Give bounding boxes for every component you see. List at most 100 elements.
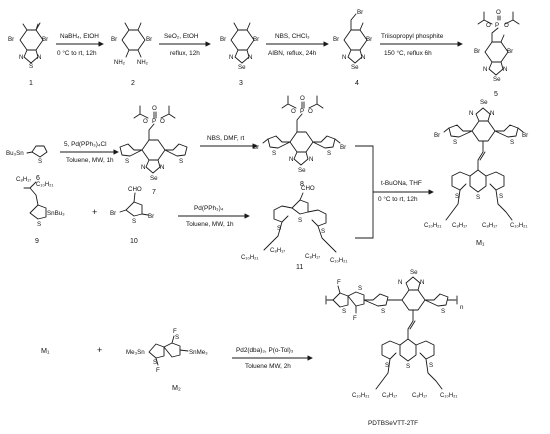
atom-br: Br: [522, 132, 528, 139]
step5-condition: Toluene, MW, 1h: [66, 157, 114, 164]
plus-sign: +: [97, 345, 102, 355]
atom-p: P: [300, 108, 304, 115]
atom-br: Br: [507, 48, 513, 55]
atom-s: S: [125, 158, 129, 165]
atom-se: Se: [298, 167, 306, 174]
compound-4-label: 4: [355, 80, 359, 87]
atom-br: Br: [42, 36, 48, 43]
compound-10-structure: CHO Br Br S: [110, 186, 154, 225]
compound-7-label: 7: [152, 189, 156, 196]
atom-p: P: [152, 118, 156, 125]
atom-n: N: [141, 164, 145, 171]
aldehyde-group: CHO: [128, 186, 142, 193]
polymer-structure: F F S S S S N N Se n S S S C₁₀H₂₁ C₈H₁₇ …: [325, 269, 464, 399]
atom-s: S: [298, 217, 302, 224]
atom-s: S: [277, 225, 281, 232]
atom-n: N: [469, 110, 473, 117]
step7-reagent: Pd(PPh₃)₄: [194, 205, 224, 212]
atom-s: S: [29, 63, 33, 70]
atom-se: Se: [351, 64, 359, 71]
alkyl-chain: C₁₀H₂₁: [440, 393, 458, 399]
atom-s: S: [175, 334, 179, 341]
alkyl-chain: C₈H₁₇: [412, 393, 427, 399]
step9-condition: Toluene MW, 2h: [245, 363, 291, 370]
atom-s: S: [441, 308, 445, 315]
atom-se: Se: [493, 76, 501, 83]
step9-reagent: Pd2(dba)₃, P(o-Tol)₃: [236, 347, 294, 354]
atom-o: O: [308, 108, 313, 115]
alkyl-chain: C₈H₁₇: [482, 223, 497, 229]
atom-s: S: [358, 285, 362, 292]
atom-f: F: [173, 328, 177, 335]
atom-se: Se: [410, 269, 418, 276]
alkyl-chain: C₁₀H₂₁: [330, 258, 348, 264]
atom-s: S: [453, 139, 457, 146]
alkyl-chain: C₈H₁₇: [305, 254, 320, 260]
atom-o: O: [496, 9, 501, 16]
step8-reagent: t-BuONa, THF: [381, 180, 422, 187]
stannyl-group: Me₃Sn: [126, 349, 145, 356]
atom-br: Br: [111, 36, 117, 43]
step5-reagent: 5, Pd(PPh₃)₄Cl: [64, 141, 107, 148]
atom-n: N: [342, 54, 346, 61]
atom-s: S: [510, 139, 514, 146]
compound-8-label: 8: [300, 181, 304, 188]
atom-se: Se: [238, 64, 246, 71]
atom-n: N: [503, 66, 507, 73]
atom-o: O: [300, 95, 305, 102]
amine-group: NH₂: [137, 60, 149, 66]
step8-condition: 0 °C to rt, 12h: [378, 195, 418, 203]
atom-o: O: [160, 118, 165, 125]
compound-9-label: 9: [35, 238, 39, 245]
alkyl-chain: C₁₀H₂₁: [241, 255, 259, 261]
step1-condition: 0 °C to rt, 12h: [57, 49, 97, 57]
atom-n: N: [37, 54, 41, 61]
atom-br: Br: [434, 132, 440, 139]
atom-n: N: [490, 110, 494, 117]
atom-s: S: [476, 194, 480, 201]
atom-s: S: [385, 362, 389, 369]
atom-br: Br: [340, 144, 346, 151]
atom-se: Se: [150, 175, 158, 182]
atom-s: S: [37, 221, 41, 228]
compound-11-structure: CHO S S S C₁₀H₂₁ C₈H₁₇ C₈H₁₇ C₁₀H₂₁: [241, 185, 348, 264]
step6-reagent: NBS, DMF, rt: [207, 135, 245, 142]
atom-br: Br: [333, 36, 339, 43]
compound-11-label: 11: [296, 264, 303, 271]
atom-n: N: [309, 156, 313, 163]
stannyl-group: SnMe₃: [189, 349, 208, 356]
atom-s: S: [381, 308, 385, 315]
atom-se: Se: [480, 99, 488, 106]
atom-s: S: [321, 228, 325, 235]
atom-s: S: [342, 308, 346, 315]
atom-f: F: [353, 315, 357, 322]
atom-f: F: [337, 279, 341, 286]
step2-reagent: SeO₂, EtOH: [164, 33, 199, 40]
aldehyde-group: CHO: [301, 185, 315, 192]
atom-s: S: [38, 158, 42, 165]
atom-br: Br: [110, 210, 116, 217]
compound-7-structure: P O O O S S N N Se: [119, 105, 188, 182]
atom-p: P: [495, 22, 499, 29]
atom-n: N: [160, 164, 164, 171]
atom-n: N: [361, 54, 365, 61]
amine-group: NH₂: [114, 60, 126, 66]
atom-br: Br: [253, 144, 259, 151]
atom-n: N: [248, 54, 252, 61]
alkyl-chain: C₁₀H₂₁: [510, 223, 528, 229]
atom-n: N: [289, 156, 293, 163]
alkyl-chain: C₁₀H₂₁: [424, 223, 442, 229]
plus-sign: +: [92, 207, 97, 217]
step2-condition: reflux, 12h: [170, 50, 200, 57]
step7-condition: Toluene, MW, 1h: [186, 221, 234, 228]
atom-s: S: [455, 193, 459, 200]
atom-s: S: [327, 150, 331, 157]
atom-s: S: [406, 363, 410, 370]
reaction-bracket: [355, 145, 374, 239]
atom-n: N: [229, 54, 233, 61]
compound-3-label: 3: [239, 80, 243, 87]
atom-br: Br: [366, 36, 372, 43]
step1-reagent: NaBH₄, EtOH: [60, 33, 99, 40]
alkyl-chain: C₈H₁₇: [270, 248, 285, 254]
